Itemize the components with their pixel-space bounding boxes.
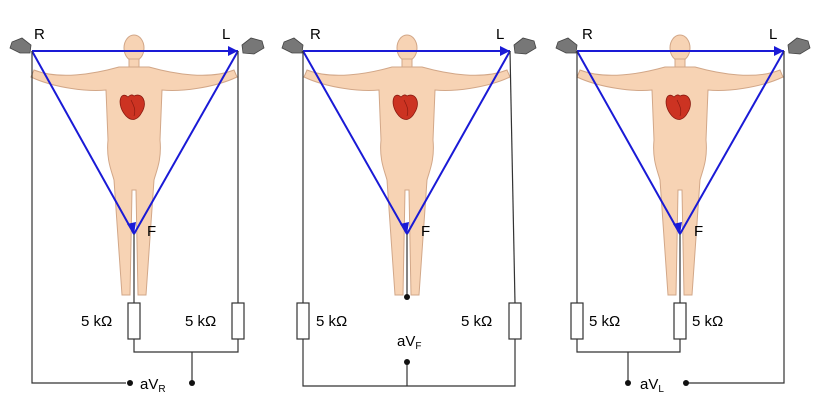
electrode-label-foot: F xyxy=(694,223,703,240)
right-hand-electrode-icon xyxy=(555,37,578,54)
left-hand-electrode-icon xyxy=(513,37,537,55)
panel-avf: R L F 5 kΩ 5 kΩ aVF xyxy=(281,26,537,387)
left-hand-electrode-icon xyxy=(241,37,265,55)
electrode-label-left: L xyxy=(496,26,504,43)
electrode-label-right: R xyxy=(34,26,45,43)
panel-avr: R L F 5 kΩ 5 kΩ aVR xyxy=(9,26,265,395)
einthoven-triangle xyxy=(576,46,785,235)
resistor-2 xyxy=(508,302,522,340)
resistor-2 xyxy=(673,302,687,340)
circuit-wiring xyxy=(31,51,239,384)
resistor-label-2: 5 kΩ xyxy=(185,313,216,330)
output-terminal xyxy=(404,294,410,300)
electrode-label-right: R xyxy=(582,26,593,43)
circuit-wiring xyxy=(576,51,785,384)
output-terminal xyxy=(683,380,689,386)
lead-label-avl: aVL xyxy=(640,376,664,395)
panel-avl: R L F 5 kΩ 5 kΩ aVL xyxy=(555,26,811,395)
electrode-label-right: R xyxy=(310,26,321,43)
left-hand-electrode-icon xyxy=(787,37,811,55)
output-terminal xyxy=(404,359,410,365)
right-hand-electrode-icon xyxy=(281,37,304,54)
resistor-label-2: 5 kΩ xyxy=(692,313,723,330)
electrode-label-foot: F xyxy=(147,223,156,240)
output-terminal xyxy=(625,380,631,386)
circuit-wiring xyxy=(302,50,516,387)
resistor-2 xyxy=(231,302,245,340)
lead-label-avf: aVF xyxy=(397,333,421,352)
output-terminal xyxy=(189,380,195,386)
resistor-1 xyxy=(127,302,141,340)
electrode-label-foot: F xyxy=(421,223,430,240)
einthoven-triangle xyxy=(302,46,511,235)
lead-label-avr: aVR xyxy=(140,376,166,395)
electrode-label-left: L xyxy=(769,26,777,43)
resistor-label-1: 5 kΩ xyxy=(316,313,347,330)
resistor-label-1: 5 kΩ xyxy=(81,313,112,330)
output-terminal xyxy=(127,380,133,386)
einthoven-triangle xyxy=(31,46,239,235)
resistor-1 xyxy=(296,302,310,340)
electrode-label-left: L xyxy=(222,26,230,43)
right-hand-electrode-icon xyxy=(9,37,32,54)
resistor-label-2: 5 kΩ xyxy=(461,313,492,330)
resistor-1 xyxy=(570,302,584,340)
resistor-label-1: 5 kΩ xyxy=(589,313,620,330)
